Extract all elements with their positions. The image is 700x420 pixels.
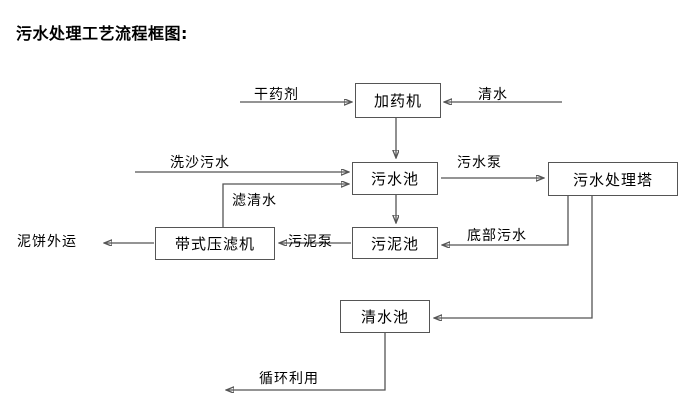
node-clean-water-pool-label: 清水池 bbox=[360, 308, 409, 326]
node-belt-filter-press-label: 带式压滤机 bbox=[174, 235, 255, 253]
edge-clean-water-pool-to-recycling bbox=[226, 333, 386, 390]
edge-label-sludge-pump: 污泥泵 bbox=[288, 234, 333, 250]
node-belt-filter-press[interactable]: 带式压滤机 bbox=[155, 227, 275, 260]
edge-label-recycling-reuse: 循环利用 bbox=[259, 371, 319, 387]
node-treatment-tower-label: 污水处理塔 bbox=[572, 170, 653, 189]
edge-label-bottom-sewage: 底部污水 bbox=[467, 228, 527, 244]
node-sludge-pool-label: 污泥池 bbox=[370, 234, 419, 253]
edge-label-sewage-pump: 污水泵 bbox=[457, 155, 502, 171]
node-sewage-pool[interactable]: 污水池 bbox=[352, 162, 438, 195]
edge-label-clean-water-in: 清水 bbox=[478, 87, 508, 103]
edge-bottom-sewage-to-sludge-pool bbox=[442, 196, 569, 245]
node-dosing-machine[interactable]: 加药机 bbox=[355, 83, 441, 118]
node-sewage-pool-label: 污水池 bbox=[370, 170, 419, 188]
edge-filtered-water-to-sewage-pool bbox=[222, 184, 349, 227]
edge-label-dry-chemical: 干药剂 bbox=[254, 87, 299, 103]
edge-label-filtered-water: 滤清水 bbox=[232, 193, 277, 209]
node-sludge-pool[interactable]: 污泥池 bbox=[352, 227, 438, 259]
node-clean-water-pool[interactable]: 清水池 bbox=[340, 300, 430, 333]
edge-label-mud-cake-transport: 泥饼外运 bbox=[17, 234, 77, 250]
page-title: 污水处理工艺流程框图: bbox=[16, 24, 188, 43]
edge-tower-to-clean-water-pool bbox=[434, 196, 593, 318]
edge-label-sand-wash-sewage: 洗沙污水 bbox=[170, 155, 230, 171]
node-dosing-machine-label: 加药机 bbox=[373, 92, 422, 110]
node-treatment-tower[interactable]: 污水处理塔 bbox=[548, 162, 678, 196]
